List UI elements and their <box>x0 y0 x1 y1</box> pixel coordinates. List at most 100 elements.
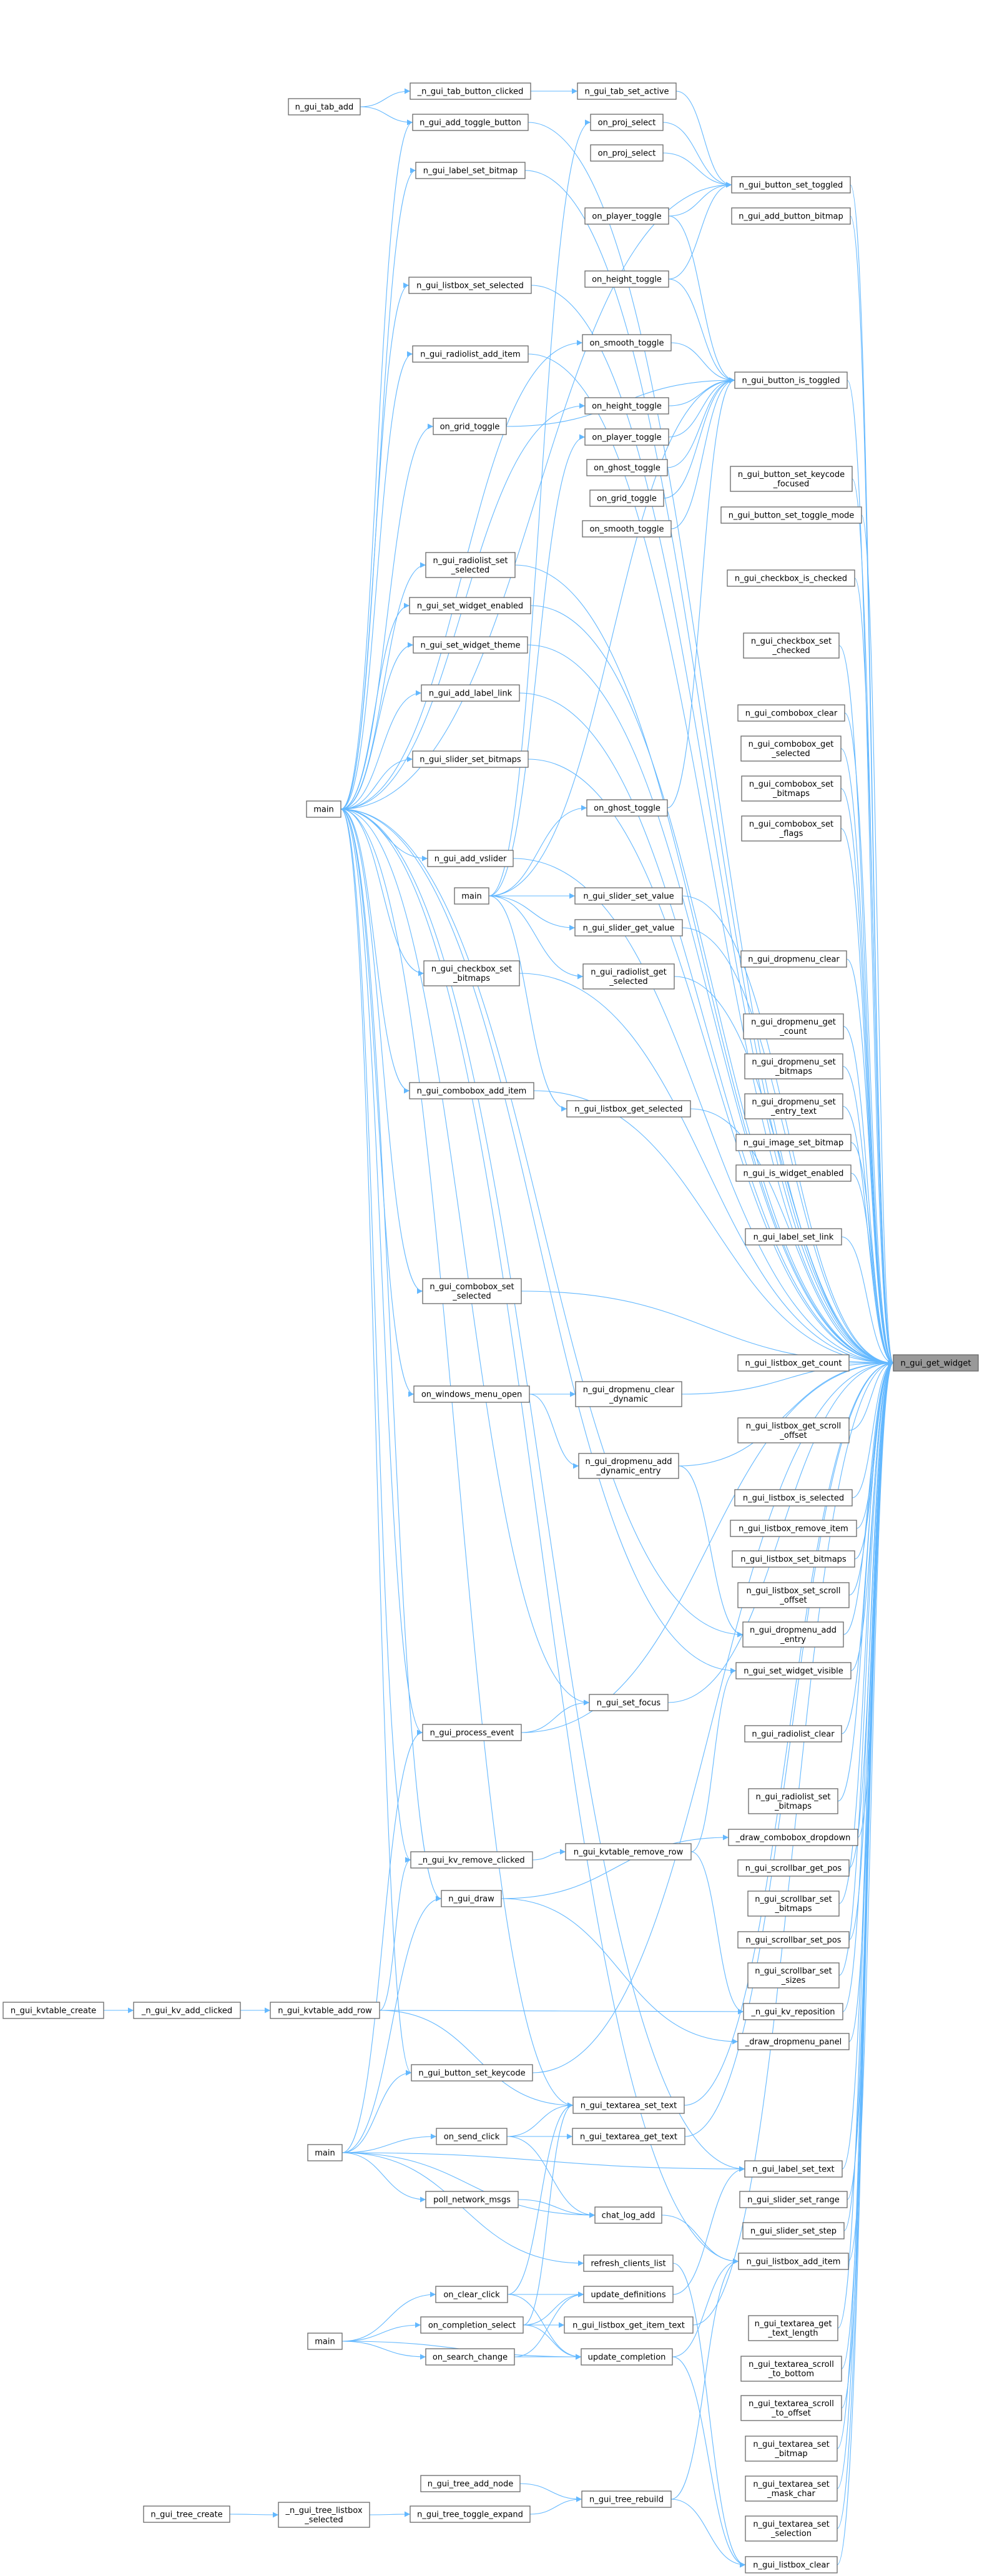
graph-node-grid-toggle1[interactable]: on_grid_toggle <box>433 418 507 435</box>
graph-node-listbox-set-bitmaps[interactable]: n_gui_listbox_set_bitmaps <box>732 1550 855 1568</box>
graph-node-kv-add-clicked[interactable]: _n_gui_kv_add_clicked <box>133 2002 241 2019</box>
graph-node-main1[interactable]: main <box>306 800 341 818</box>
graph-node-combobox-set-bitmaps[interactable]: n_gui_combobox_set_bitmaps <box>741 775 842 802</box>
graph-node-keycode-focused[interactable]: n_gui_button_set_keycode_focused <box>730 466 853 492</box>
graph-node-kvtable-add-row[interactable]: n_gui_kvtable_add_row <box>270 2002 380 2019</box>
graph-node-chat-log-add[interactable]: chat_log_add <box>594 2206 662 2224</box>
graph-node-toggle-mode[interactable]: n_gui_button_set_toggle_mode <box>720 506 862 524</box>
graph-node-dropmenu-set-bitmaps[interactable]: n_gui_dropmenu_set_bitmaps <box>744 1053 843 1079</box>
graph-node-tree-create[interactable]: n_gui_tree_create <box>143 2505 230 2523</box>
graph-node-listbox-get-scroll-offset[interactable]: n_gui_listbox_get_scroll_offset <box>737 1417 850 1443</box>
graph-node-radiolist-add-item[interactable]: n_gui_radiolist_add_item <box>412 345 529 363</box>
graph-node-textarea-get-text-length[interactable]: n_gui_textarea_get_text_length <box>748 2315 838 2341</box>
graph-node-scrollbar-set-sizes[interactable]: n_gui_scrollbar_set_sizes <box>747 1962 840 1989</box>
graph-node-textarea-set-bitmap[interactable]: n_gui_textarea_set_bitmap <box>745 2436 838 2462</box>
graph-node-radiolist-clear[interactable]: n_gui_radiolist_clear <box>744 1725 842 1743</box>
graph-node-listbox-clear[interactable]: n_gui_listbox_clear <box>745 2556 838 2574</box>
graph-node-listbox-set-selected[interactable]: n_gui_listbox_set_selected <box>408 277 532 294</box>
graph-node-main2[interactable]: main <box>454 887 489 905</box>
graph-node-dropmenu-add-dynamic-entry[interactable]: n_gui_dropmenu_add_dynamic_entry <box>578 1453 679 1479</box>
graph-node-get-widget[interactable]: n_gui_get_widget <box>893 1354 979 1372</box>
graph-node-draw-combobox-dropdown[interactable]: _draw_combobox_dropdown <box>728 1829 858 1846</box>
graph-node-main4[interactable]: main <box>307 2333 343 2350</box>
graph-node-kv-reposition[interactable]: _n_gui_kv_reposition <box>743 2003 843 2020</box>
graph-node-draw-dropmenu-panel[interactable]: _draw_dropmenu_panel <box>737 2033 850 2050</box>
graph-node-add-button-bitmap[interactable]: n_gui_add_button_bitmap <box>731 207 851 225</box>
graph-node-set-widget-enabled[interactable]: n_gui_set_widget_enabled <box>409 597 531 614</box>
graph-node-on-completion-select[interactable]: on_completion_select <box>420 2316 524 2334</box>
graph-node-listbox-is-selected[interactable]: n_gui_listbox_is_selected <box>734 1489 853 1507</box>
graph-node-smooth-toggle1[interactable]: on_smooth_toggle <box>582 334 672 351</box>
graph-node-dropmenu-clear-dynamic[interactable]: n_gui_dropmenu_clear_dynamic <box>575 1381 682 1407</box>
graph-node-label-set-text[interactable]: n_gui_label_set_text <box>744 2160 843 2178</box>
graph-node-ghost-toggle2[interactable]: on_ghost_toggle <box>586 799 668 817</box>
graph-node-dropmenu-add-entry[interactable]: n_gui_dropmenu_add_entry <box>742 1621 844 1648</box>
graph-node-mask-char[interactable]: n_gui_textarea_set_mask_char <box>745 2475 838 2502</box>
graph-node-slider-set-step[interactable]: n_gui_slider_set_step <box>742 2222 845 2239</box>
graph-node-proj-select2[interactable]: on_proj_select <box>590 144 664 162</box>
graph-node-tab-add[interactable]: n_gui_tab_add <box>288 98 361 116</box>
graph-node-kvtable-remove-row[interactable]: n_gui_kvtable_remove_row <box>565 1843 692 1861</box>
graph-node-set-widget-visible[interactable]: n_gui_set_widget_visible <box>735 1662 852 1679</box>
graph-node-label-set-link[interactable]: n_gui_label_set_link <box>745 1228 842 1246</box>
graph-node-dropmenu-set-entry-text[interactable]: n_gui_dropmenu_set_entry_text <box>744 1093 843 1119</box>
graph-node-combobox-get-selected[interactable]: n_gui_combobox_get_selected <box>740 735 842 762</box>
graph-node-scrollbar-get-pos[interactable]: n_gui_scrollbar_get_pos <box>737 1859 850 1877</box>
graph-node-combobox-set-flags[interactable]: n_gui_combobox_set_flags <box>741 815 842 842</box>
graph-node-set-selection[interactable]: n_gui_textarea_set_selection <box>745 2515 838 2542</box>
graph-node-tree-listbox-selected[interactable]: _n_gui_tree_listbox_selected <box>278 2502 370 2528</box>
graph-node-combobox-set-selected[interactable]: n_gui_combobox_set_selected <box>422 1278 522 1304</box>
graph-node-slider-get-value[interactable]: n_gui_slider_get_value <box>574 919 683 937</box>
graph-node-update-definitions[interactable]: update_definitions <box>583 2286 674 2303</box>
graph-node-scrollbar-set-pos[interactable]: n_gui_scrollbar_set_pos <box>737 1931 850 1949</box>
graph-node-tab-btn-clicked[interactable]: _n_gui_tab_button_clicked <box>410 82 531 100</box>
graph-node-label-set-bitmap[interactable]: n_gui_label_set_bitmap <box>415 162 526 179</box>
graph-node-button-is-toggled[interactable]: n_gui_button_is_toggled <box>734 371 848 389</box>
graph-node-poll-network-msgs[interactable]: poll_network_msgs <box>425 2191 519 2208</box>
graph-node-tree-rebuild[interactable]: n_gui_tree_rebuild <box>581 2490 672 2508</box>
graph-node-height-toggle1[interactable]: on_height_toggle <box>584 270 669 288</box>
graph-node-radiolist-get-selected[interactable]: n_gui_radiolist_get_selected <box>582 963 675 990</box>
graph-node-tree-add-node[interactable]: n_gui_tree_add_node <box>420 2475 521 2492</box>
graph-node-add-toggle-button[interactable]: n_gui_add_toggle_button <box>412 114 529 131</box>
graph-node-player-toggle1[interactable]: on_player_toggle <box>584 207 669 225</box>
graph-node-slider-set-range[interactable]: n_gui_slider_set_range <box>739 2191 848 2208</box>
graph-node-process-event[interactable]: n_gui_process_event <box>422 1724 522 1741</box>
graph-node-scroll-to-bottom[interactable]: n_gui_textarea_scroll_to_bottom <box>740 2356 842 2382</box>
graph-node-on-clear-click[interactable]: on_clear_click <box>435 2286 508 2303</box>
graph-node-listbox-add-item[interactable]: n_gui_listbox_add_item <box>738 2253 849 2270</box>
graph-node-tab-set-active[interactable]: n_gui_tab_set_active <box>577 82 677 100</box>
graph-node-set-widget-theme[interactable]: n_gui_set_widget_theme <box>413 636 528 654</box>
graph-node-listbox-set-scroll-offset[interactable]: n_gui_listbox_set_scroll_offset <box>737 1582 850 1608</box>
graph-node-add-label-link[interactable]: n_gui_add_label_link <box>421 684 520 702</box>
graph-node-on-search-change[interactable]: on_search_change <box>425 2348 515 2366</box>
graph-node-scroll-to-offset[interactable]: n_gui_textarea_scroll_to_offset <box>740 2395 842 2421</box>
graph-node-add-vslider[interactable]: n_gui_add_vslider <box>427 850 514 867</box>
graph-node-radiolist-set-selected[interactable]: n_gui_radiolist_set_selected <box>425 552 516 578</box>
graph-node-grid-toggle2[interactable]: on_grid_toggle <box>589 489 664 507</box>
graph-node-kv-remove-clicked[interactable]: _n_gui_kv_remove_clicked <box>410 1851 533 1869</box>
graph-node-player-toggle2[interactable]: on_player_toggle <box>584 428 669 446</box>
graph-node-button-set-toggled[interactable]: n_gui_button_set_toggled <box>731 176 851 194</box>
graph-node-tree-toggle-expand[interactable]: n_gui_tree_toggle_expand <box>410 2505 531 2523</box>
graph-node-combobox-clear[interactable]: n_gui_combobox_clear <box>737 704 845 722</box>
graph-node-listbox-remove-item[interactable]: n_gui_listbox_remove_item <box>730 1520 857 1537</box>
graph-node-refresh-clients-list[interactable]: refresh_clients_list <box>583 2254 674 2272</box>
graph-node-listbox-get-item-text[interactable]: n_gui_listbox_get_item_text <box>564 2316 694 2334</box>
graph-node-button-set-keycode[interactable]: n_gui_button_set_keycode <box>411 2064 533 2082</box>
graph-node-main3[interactable]: main <box>307 2144 343 2161</box>
graph-node-slider-set-value[interactable]: n_gui_slider_set_value <box>574 887 683 905</box>
graph-node-set-focus[interactable]: n_gui_set_focus <box>589 1694 669 1711</box>
graph-node-combobox-add-item[interactable]: n_gui_combobox_add_item <box>409 1082 534 1099</box>
graph-node-textarea-set-text[interactable]: n_gui_textarea_set_text <box>572 2097 685 2114</box>
graph-node-proj-select1[interactable]: on_proj_select <box>590 114 664 131</box>
graph-node-checkbox-is-checked[interactable]: n_gui_checkbox_is_checked <box>727 569 855 587</box>
graph-node-listbox-get-selected[interactable]: n_gui_listbox_get_selected <box>566 1100 691 1118</box>
graph-node-windows-menu-open[interactable]: on_windows_menu_open <box>413 1385 530 1403</box>
graph-node-ghost-toggle1[interactable]: on_ghost_toggle <box>586 459 668 476</box>
graph-node-smooth-toggle2[interactable]: on_smooth_toggle <box>582 520 672 538</box>
graph-node-dropmenu-get-count[interactable]: n_gui_dropmenu_get_count <box>743 1013 844 1040</box>
graph-node-dropmenu-clear[interactable]: n_gui_dropmenu_clear <box>740 950 847 968</box>
graph-node-textarea-get-text[interactable]: n_gui_textarea_get_text <box>572 2128 685 2145</box>
graph-node-scrollbar-set-bitmaps[interactable]: n_gui_scrollbar_set_bitmaps <box>747 1890 840 1917</box>
